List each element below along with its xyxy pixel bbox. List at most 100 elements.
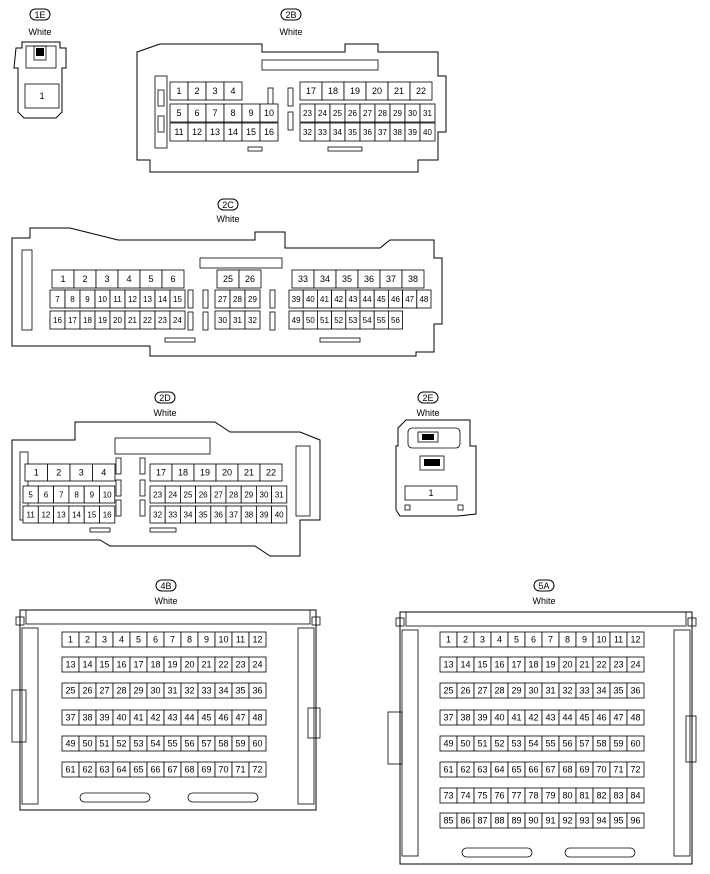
connector-5a-pin-number: 65 [511,765,521,775]
connector-5a-pin-number: 3 [480,635,485,645]
connector-2c-pin-cell [244,310,261,330]
connector-2c-pin-number: 35 [342,274,352,284]
connector-4b-pin-number: 5 [136,635,141,645]
connector-5a-pin-number: 39 [477,713,487,723]
connector-2c-pin-number: 15 [173,295,182,304]
connector-5a-pin-number: 68 [562,765,572,775]
connector-4b-pin-number: 63 [99,765,109,775]
connector-5a-pin-number: 94 [596,816,606,826]
connector-2c-pin-number: 32 [248,316,257,325]
connector-2c-pin-number: 2 [82,274,87,284]
connector-2d-pin-number: 16 [103,511,112,520]
connector-2b-pin-number: 26 [348,109,357,118]
connector-4b-pin-number: 53 [133,739,143,749]
connector-2e-color: White [416,408,439,418]
connector-2b-pin-number: 39 [408,128,417,137]
connector-2c-pin-number: 11 [113,295,122,304]
connector-2d-pin-number: 17 [156,468,166,478]
connector-2d-pin-number: 25 [184,491,193,500]
connector-2b-pin-number: 16 [264,127,274,137]
connector-5a-pin-number: 12 [630,635,640,645]
connector-4b-pin-number: 54 [150,739,160,749]
connector-5a-pin-number: 6 [531,635,536,645]
connector-5a-pin-number: 25 [443,686,453,696]
connector-2b-pin-number: 29 [393,109,402,118]
connector-2b-pin-number: 20 [372,86,382,96]
connector-1e-id: 1E [34,10,45,20]
connector-2d-id: 2D [159,393,171,403]
connector-4b-pin-number: 16 [116,660,126,670]
connector-4b-pin-number: 29 [133,686,143,696]
connector-2d-pin-number: 21 [244,468,254,478]
connector-2b-pin-number: 24 [318,109,327,118]
connector-4b-pin-number: 41 [133,713,143,723]
connector-2c-pin-number: 31 [233,316,242,325]
connector-4b-pin-number: 36 [252,686,262,696]
connector-2c-pin-number: 41 [320,295,329,304]
connector-4b-pin-number: 66 [150,765,160,775]
connector-4b-pin-number: 12 [252,635,262,645]
connector-4b-pin-number: 46 [218,713,228,723]
connector-2c-pin-number: 13 [143,295,152,304]
connector-5a-pin-cell [626,735,645,752]
connector-2c-pin-cell [169,289,186,309]
connector-2c-pin-number: 3 [104,274,109,284]
connector-2c-pin-number: 19 [98,316,107,325]
connector-5a-pin-number: 56 [562,739,572,749]
connector-2c-pin-number: 30 [218,316,227,325]
connector-2d-pin-number: 7 [59,491,64,500]
connector-5a-pin-number: 64 [494,765,504,775]
connector-4b-pin-number: 4 [119,635,124,645]
connector-5a-color: White [532,596,555,606]
connector-4b-pin-number: 14 [82,660,92,670]
connector-2c-pin-number: 1 [60,274,65,284]
connector-2d-pin-number: 14 [72,511,81,520]
connector-5a-pin-number: 80 [562,791,572,801]
connector-2c-pin-cell [387,310,403,330]
connector-2b-pin-number: 4 [230,86,235,96]
connector-2c-pin-number: 33 [298,274,308,284]
connector-5a-pin-number: 15 [477,660,487,670]
connector-5a-pin-number: 86 [460,816,470,826]
connector-2d-pin-number: 37 [229,511,238,520]
connector-4b-pin-number: 55 [167,739,177,749]
connector-2c-pin-number: 49 [292,316,301,325]
connector-5a-pin-number: 21 [579,660,589,670]
connector-2c-pin-number: 10 [98,295,107,304]
connector-5a-pin-number: 70 [596,765,606,775]
connector-2b-pin-number: 38 [393,128,402,137]
connector-5a-pin-number: 47 [613,713,623,723]
connector-2c-pin-number: 36 [364,274,374,284]
connector-2d-pin-number: 24 [168,491,177,500]
connector-4b-pin-number: 13 [65,660,75,670]
connector-2b-pin-number: 6 [194,108,199,118]
connector-2c-pin-cell [238,269,262,289]
connector-4b-pin-number: 47 [235,713,245,723]
connector-5a-pin-number: 74 [460,791,470,801]
connector-5a-pin-number: 20 [562,660,572,670]
connector-2b-pin-number: 7 [212,108,217,118]
connector-5a-pin-number: 31 [545,686,555,696]
connector-5a-pin-number: 60 [630,739,640,749]
connector-2b-pin-number: 23 [303,109,312,118]
connector-5a-pin-number: 17 [511,660,521,670]
connector-4b-pin-number: 48 [252,713,262,723]
connector-5a-pin-number: 63 [477,765,487,775]
connector-2d-pin-number: 40 [275,511,284,520]
connector-2b-pin-number: 35 [348,128,357,137]
connector-2b-pin-number: 37 [378,128,387,137]
connector-5a-badge [533,579,555,592]
connector-2d-pin-number: 3 [79,468,84,478]
connector-4b-pin-number: 25 [65,686,75,696]
connector-2c-pin-number: 27 [218,295,227,304]
connector-2c-pin-number: 44 [363,295,372,304]
connector-5a-pin-number: 44 [562,713,572,723]
connector-4b-pin-number: 30 [150,686,160,696]
connector-2d-pin-number: 5 [28,491,33,500]
connector-5a-pin-number: 1 [446,635,451,645]
connector-2d-pin-number: 13 [57,511,66,520]
connector-5a-pin-number: 57 [579,739,589,749]
